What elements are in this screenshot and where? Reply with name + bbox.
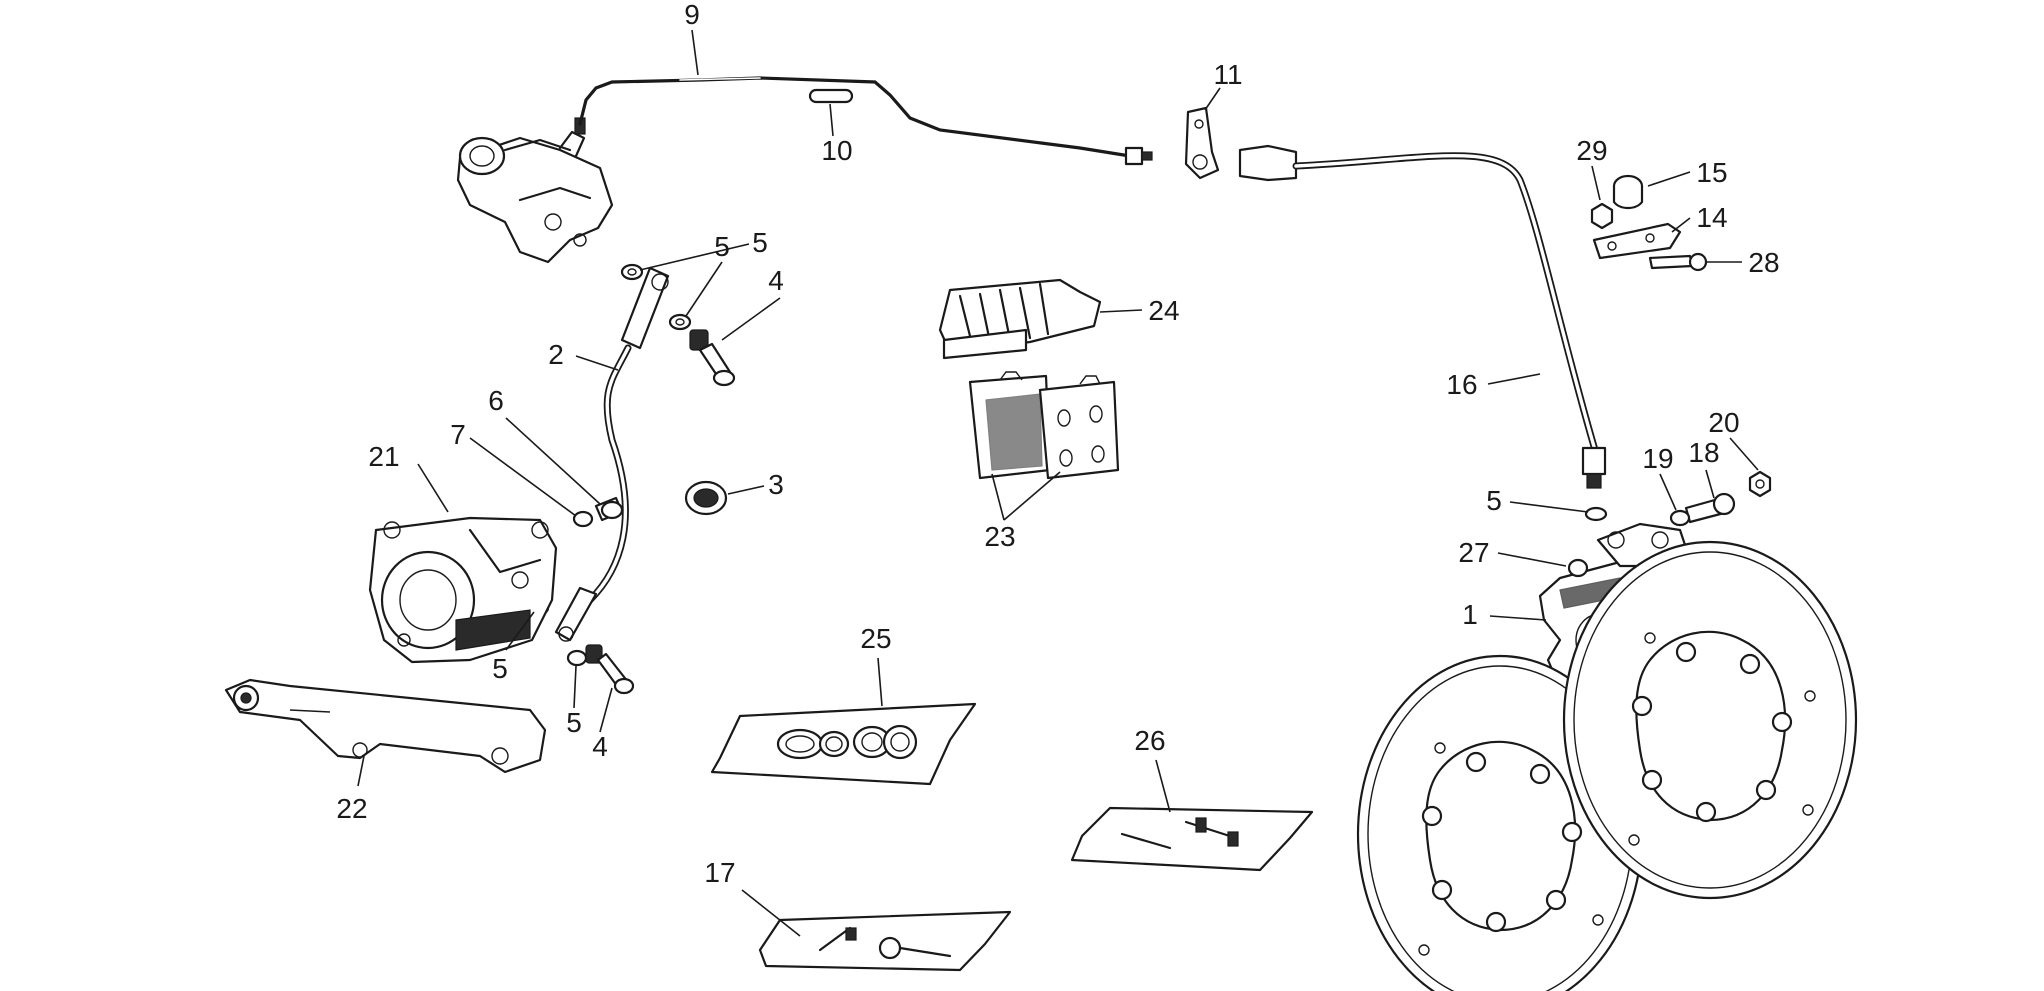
callout-3: 3 <box>768 469 784 500</box>
callout-17: 17 <box>704 857 735 888</box>
callout-21: 21 <box>368 441 399 472</box>
bleed-cap <box>684 480 728 516</box>
callout-6: 6 <box>488 385 504 416</box>
caliper-mount-washer <box>1669 509 1691 527</box>
callout-11: 11 <box>1213 59 1242 90</box>
bleed-washer <box>1567 558 1589 578</box>
callout-16: 16 <box>1446 369 1477 400</box>
caliper-bolt <box>594 496 624 522</box>
pad-spring <box>938 278 1102 360</box>
brake-pads <box>968 371 1120 480</box>
callout-2: 2 <box>548 339 564 370</box>
leader-lines <box>357 29 1759 937</box>
callout-29: 29 <box>1576 135 1607 166</box>
callout-19: 19 <box>1642 443 1673 474</box>
caliper-mount-nut <box>1748 470 1772 498</box>
callout-5-caliper: 5 <box>492 653 508 684</box>
callout-20: 20 <box>1708 407 1739 438</box>
banjo-bolt-1 <box>689 329 736 387</box>
rubber-grommet <box>1612 174 1644 210</box>
callout-14: 14 <box>1696 202 1727 233</box>
front-brake-hose <box>1238 144 1607 489</box>
callout-4-top: 4 <box>768 265 784 296</box>
callout-7: 7 <box>450 419 466 450</box>
pipe-union-fitting <box>1124 146 1153 166</box>
repair-kit-small <box>758 910 1012 972</box>
callout-1: 1 <box>1462 599 1478 630</box>
caliper-washer <box>572 510 594 528</box>
callout-labels: 9 10 11 29 15 14 28 24 16 20 19 18 5 27 … <box>336 0 1779 888</box>
front-brake-disc-right <box>1562 540 1858 900</box>
hose-bracket <box>1184 106 1220 180</box>
pipe-clip <box>808 88 854 104</box>
copper-washer-2 <box>668 313 692 331</box>
callout-18: 18 <box>1688 437 1719 468</box>
callout-5-master: 5 <box>752 227 768 258</box>
callout-22: 22 <box>336 793 367 824</box>
copper-washer-3 <box>566 649 588 667</box>
rear-brake-pipe <box>578 76 1132 158</box>
master-cylinder <box>456 117 614 264</box>
callout-5-bottom: 5 <box>566 707 582 738</box>
callout-15: 15 <box>1696 157 1727 188</box>
callout-24: 24 <box>1148 295 1179 326</box>
clamp-bolt <box>1648 252 1708 272</box>
banjo-bolt-2 <box>585 644 635 695</box>
hose-clamp <box>1592 222 1682 260</box>
caliper-mount-bolt <box>1684 492 1736 524</box>
callout-10: 10 <box>821 135 852 166</box>
copper-washer-1 <box>620 263 644 281</box>
repair-kit <box>1070 806 1314 872</box>
callout-26: 26 <box>1134 725 1165 756</box>
callout-5-hose-top: 5 <box>714 231 730 262</box>
callout-9: 9 <box>684 0 700 30</box>
callout-28: 28 <box>1748 247 1779 278</box>
callout-5-front: 5 <box>1486 485 1502 516</box>
copper-washer-5 <box>1584 506 1608 522</box>
rear-brake-hose <box>554 266 670 642</box>
callout-27: 27 <box>1458 537 1489 568</box>
seal-kit <box>710 702 977 786</box>
caliper-bracket <box>224 678 547 774</box>
clamp-nut <box>1590 202 1614 230</box>
rear-caliper <box>368 516 558 664</box>
callout-4-bottom: 4 <box>592 731 608 762</box>
callout-23: 23 <box>984 521 1015 552</box>
callout-25: 25 <box>860 623 891 654</box>
